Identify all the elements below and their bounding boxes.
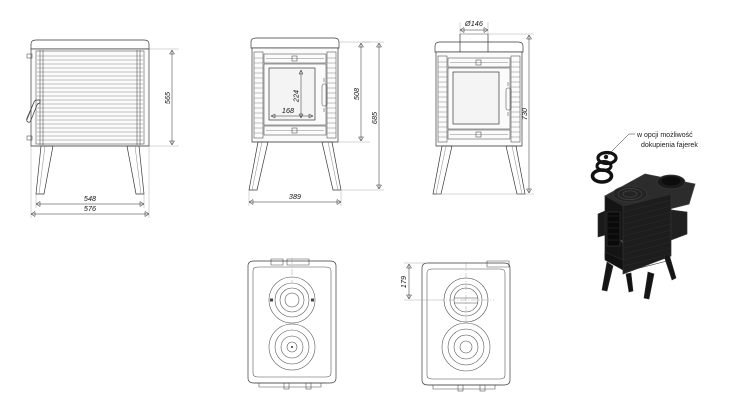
dim-label-389: 389 <box>289 192 301 201</box>
photo-panel-ribs <box>623 199 672 273</box>
annotation-line-2: dokupienia fajerek <box>641 142 698 149</box>
rear-door-handle <box>505 82 512 116</box>
dim-label-d146: Ø146 <box>464 19 483 28</box>
hotplate-ring-lower <box>268 323 316 371</box>
dim-label-224: 224 <box>292 90 301 103</box>
dim-label-685: 685 <box>370 111 379 124</box>
dim-label-168: 168 <box>282 106 294 115</box>
rear-side-ribs <box>438 61 520 138</box>
annotation-line-1: w opcji możliwość <box>636 132 693 139</box>
side-door-handle <box>26 99 41 123</box>
dim-label-576: 576 <box>84 204 96 213</box>
view-rear-elevation: Ø146 730 <box>432 19 534 195</box>
front-side-ribs <box>254 57 336 134</box>
dim-label-565: 565 <box>163 91 172 104</box>
hotplate-ring-upper <box>268 276 316 324</box>
stove-product-photo <box>590 150 696 300</box>
dim-side-width-548: 548 <box>35 194 145 208</box>
dim-front-body-height-508: 508 <box>338 41 370 143</box>
dim-label-179: 179 <box>399 276 408 288</box>
front-door-handle <box>321 78 328 112</box>
dim-side-width-576: 576 <box>30 146 150 218</box>
view-top-plan-flue: 179 <box>399 260 511 392</box>
dim-front-total-height-685: 685 <box>340 41 384 191</box>
view-front-elevation: 224 168 508 685 <box>248 37 384 206</box>
view-side-elevation: 565 548 576 <box>26 39 179 218</box>
dim-side-height-565: 565 <box>149 48 179 147</box>
dim-front-width-389: 389 <box>248 190 342 206</box>
dim-door-width-168: 168 <box>270 106 314 119</box>
dim-label-508: 508 <box>352 88 361 100</box>
side-panel-ribs <box>37 55 143 141</box>
loose-hotplate-rings <box>590 150 618 184</box>
dim-flue-diameter-146: Ø146 <box>459 19 489 34</box>
view-top-plan-hotplates <box>247 258 337 390</box>
photo-hotplate <box>612 185 648 203</box>
photo-flue-collar <box>656 174 686 190</box>
dim-label-730: 730 <box>520 108 529 120</box>
hotplate-ring-lower-b <box>441 322 491 372</box>
annotation-callout: w opcji możliwość dokupienia fajerek <box>603 132 698 160</box>
dim-rear-total-height-730: 730 <box>436 33 534 195</box>
dim-label-548: 548 <box>84 194 96 203</box>
dim-flue-offset-179: 179 <box>399 262 438 301</box>
